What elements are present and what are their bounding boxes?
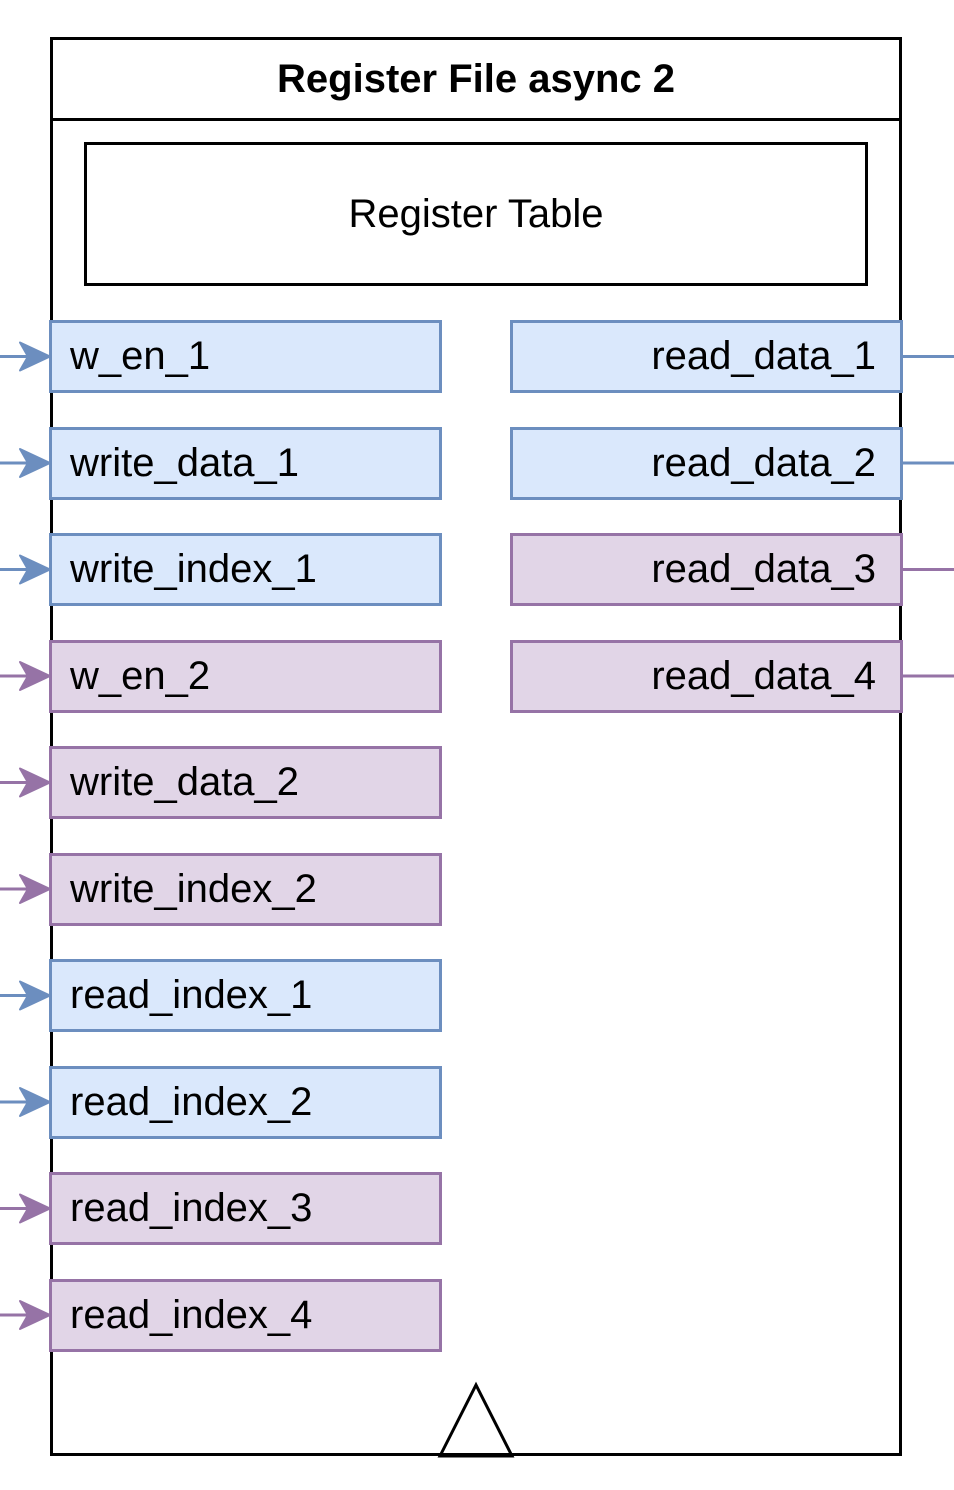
output-port-read-data-3: read_data_3 bbox=[510, 533, 903, 606]
input-port-write-data-1: write_data_1 bbox=[49, 426, 442, 500]
input-arrow-icon bbox=[19, 1193, 51, 1224]
input-port-w-en-2: w_en_2 bbox=[49, 639, 442, 713]
input-port-write-data-2: write_data_2 bbox=[49, 746, 442, 819]
input-port-write-index-1: write_index_1 bbox=[49, 533, 442, 606]
output-port-read-data-2: read_data_2 bbox=[510, 426, 903, 500]
input-arrow-icon bbox=[19, 874, 51, 904]
input-port-write-index-2: write_index_2 bbox=[49, 852, 442, 926]
input-arrow-icon bbox=[19, 1087, 51, 1117]
input-port-w-en-1: w_en_1 bbox=[49, 320, 442, 393]
output-port-read-data-4: read_data_4 bbox=[510, 639, 903, 713]
input-arrow-icon bbox=[19, 661, 51, 691]
input-arrow-icon bbox=[19, 767, 51, 798]
input-arrow-icon bbox=[19, 554, 51, 585]
input-port-read-index-3: read_index_3 bbox=[49, 1172, 442, 1245]
register-table: Register Table bbox=[84, 142, 868, 286]
input-arrow-icon bbox=[19, 980, 51, 1011]
input-arrow-icon bbox=[19, 1300, 51, 1330]
block-title: Register File async 2 bbox=[53, 40, 899, 121]
input-port-read-index-1: read_index_1 bbox=[49, 959, 442, 1032]
clock-triangle-icon bbox=[437, 1381, 515, 1458]
input-port-read-index-2: read_index_2 bbox=[49, 1065, 442, 1139]
input-port-read-index-4: read_index_4 bbox=[49, 1278, 442, 1352]
input-arrow-icon bbox=[19, 448, 51, 478]
output-port-read-data-1: read_data_1 bbox=[510, 320, 903, 393]
input-arrow-icon bbox=[19, 341, 51, 372]
